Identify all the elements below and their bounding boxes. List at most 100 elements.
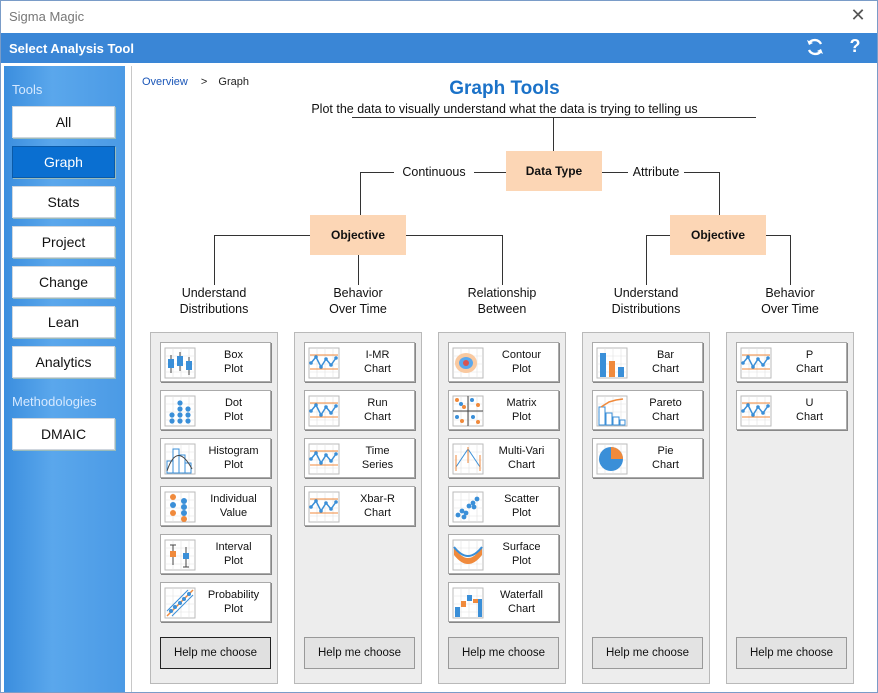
breadcrumb-separator: >: [200, 76, 208, 88]
interval-plot-icon: [164, 539, 196, 571]
bar-chart-icon: [596, 347, 628, 379]
connector-line: [719, 172, 720, 216]
p-chart-icon: [740, 347, 772, 379]
close-icon[interactable]: ✕: [850, 5, 866, 25]
page-title: Graph Tools: [449, 78, 560, 99]
page-subtitle: Plot the data to visually understand wha…: [311, 102, 698, 116]
main-panel: Overview > Graph Graph Tools Plot the da…: [131, 66, 877, 692]
sidebar-item-lean[interactable]: Lean: [12, 306, 115, 338]
refresh-icon[interactable]: [803, 36, 827, 60]
sidebar-item-project[interactable]: Project: [12, 226, 115, 258]
sidebar-item-dmaic[interactable]: DMAIC: [12, 418, 115, 450]
u-chart-icon: [740, 395, 772, 427]
help-me-choose-button[interactable]: Help me choose: [304, 637, 415, 669]
dot-plot-icon: [164, 395, 196, 427]
imr-chart-icon: [308, 347, 340, 379]
attribute-label: Attribute: [628, 164, 684, 180]
breadcrumb: Overview > Graph: [142, 76, 249, 88]
sidebar-item-analytics[interactable]: Analytics: [12, 346, 115, 378]
connector-line: [502, 235, 503, 287]
methodologies-section-label: Methodologies: [12, 394, 97, 409]
help-icon[interactable]: ?: [849, 36, 861, 56]
connector-line: [214, 235, 215, 287]
contour-plot-icon: [452, 347, 484, 379]
sidebar-item-change[interactable]: Change: [12, 266, 115, 298]
surface-plot-icon: [452, 539, 484, 571]
objective-box-continuous: Objective: [310, 215, 406, 255]
help-me-choose-button[interactable]: Help me choose: [448, 637, 559, 669]
histogram-icon: [164, 443, 196, 475]
pareto-chart-icon: [596, 395, 628, 427]
help-me-choose-button[interactable]: Help me choose: [736, 637, 847, 669]
sidebar-item-stats[interactable]: Stats: [12, 186, 115, 218]
subtitle-underline: [352, 117, 756, 118]
dialog-title: Select Analysis Tool: [9, 41, 134, 56]
sidebar-item-all[interactable]: All: [12, 106, 115, 138]
title-bar: Sigma Magic ✕: [1, 1, 877, 31]
probability-plot-icon: [164, 587, 196, 619]
connector-line: [358, 235, 359, 287]
multi-vari-icon: [452, 443, 484, 475]
xbar-r-chart-icon: [308, 491, 340, 523]
connector-line: [646, 235, 647, 287]
continuous-label: Continuous: [394, 164, 474, 180]
tools-section-label: Tools: [12, 82, 43, 97]
data-type-box: Data Type: [506, 151, 602, 191]
sidebar-item-graph[interactable]: Graph: [12, 146, 115, 178]
help-me-choose-button[interactable]: Help me choose: [592, 637, 703, 669]
individual-value-icon: [164, 491, 196, 523]
connector-line: [553, 117, 554, 151]
window-title: Sigma Magic: [9, 9, 85, 24]
breadcrumb-overview-link[interactable]: Overview: [142, 76, 188, 88]
objective-box-attribute: Objective: [670, 215, 766, 255]
help-me-choose-button[interactable]: Help me choose: [160, 637, 271, 669]
